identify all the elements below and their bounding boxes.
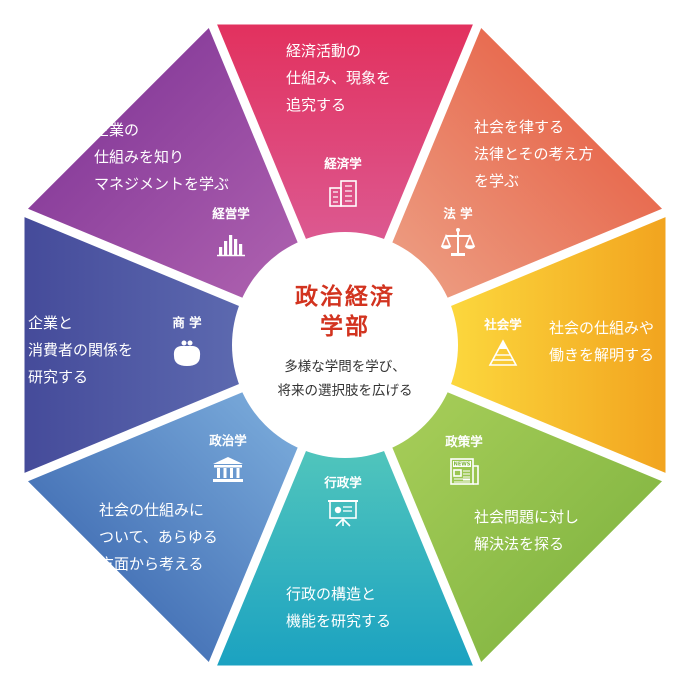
- segment-description-keiei-line2: 仕組みを知り: [94, 148, 184, 166]
- segment-name-gyosei: 行政学: [323, 475, 362, 490]
- center-subtitle-line2: 将来の選択肢を広げる: [278, 383, 413, 399]
- segment-description-sho-line3: 研究する: [28, 368, 88, 386]
- segment-description-seisaku-line2: 解決法を探る: [474, 535, 564, 553]
- segment-description-shakai-line1: 社会の仕組みや: [549, 319, 654, 337]
- segment-sho: [24, 217, 247, 473]
- segment-name-seiji: 政治学: [209, 433, 247, 448]
- segment-description-seiji-line1: 社会の仕組みに: [99, 501, 204, 519]
- segment-description-ho-line3: を学ぶ: [474, 172, 519, 190]
- segment-seiji: [28, 389, 301, 662]
- segment-description-keizai-line3: 追究する: [286, 96, 346, 114]
- center-circle: [232, 232, 458, 458]
- svg-text:NEWS: NEWS: [454, 462, 471, 468]
- segment-description-shakai-line2: 働きを解明する: [549, 346, 654, 364]
- presentation-icon: [328, 500, 358, 527]
- segment-shakai: [443, 217, 666, 473]
- segment-description-seiji-line3: 方面から考える: [99, 555, 204, 573]
- segment-name-seisaku: 政策学: [445, 434, 483, 449]
- newspaper-icon: NEWS: [450, 458, 479, 485]
- segment-keizai: [217, 24, 473, 247]
- segment-name-sho: 商 学: [172, 315, 202, 330]
- center-subtitle-line1: 多様な学問を学び、: [284, 358, 406, 375]
- segment-description-seiji-line2: ついて、あらゆる: [99, 528, 218, 546]
- segment-description-gyosei-line1: 行政の構造と: [286, 585, 376, 603]
- segment-description-ho-line1: 社会を律する: [474, 118, 564, 136]
- segment-gyosei: [217, 443, 473, 666]
- segment-name-keizai: 経済学: [324, 156, 362, 171]
- segment-description-sho-line1: 企業と: [28, 314, 73, 332]
- segment-name-shakai: 社会学: [483, 317, 522, 332]
- segment-keiei: [28, 28, 301, 301]
- segment-description-gyosei-line2: 機能を研究する: [286, 612, 391, 630]
- segment-name-keiei: 経営学: [212, 206, 250, 221]
- building-icon: [329, 180, 357, 207]
- center-title-line2: 学部: [320, 313, 370, 340]
- pyramid-icon: [488, 339, 518, 366]
- segment-description-sho-line2: 消費者の関係を: [28, 341, 133, 359]
- center-title-line1: 政治経済: [295, 283, 395, 310]
- segment-description-keizai-line1: 経済活動の: [286, 42, 361, 60]
- segment-description-keiei-line1: 企業の: [94, 121, 139, 139]
- segment-name-ho: 法 学: [443, 206, 473, 221]
- segment-description-seisaku-line1: 社会問題に対し: [474, 508, 579, 526]
- bar-chart-icon: [217, 235, 245, 257]
- segment-description-ho-line2: 法律とその考え方: [474, 145, 594, 163]
- scales-icon: [440, 228, 476, 256]
- segment-seisaku: [389, 389, 662, 662]
- government-building-icon: [213, 457, 243, 482]
- purse-icon: [173, 340, 201, 366]
- segment-description-keizai-line2: 仕組み、現象を: [286, 69, 391, 87]
- segment-description-keiei-line3: マネジメントを学ぶ: [94, 175, 229, 193]
